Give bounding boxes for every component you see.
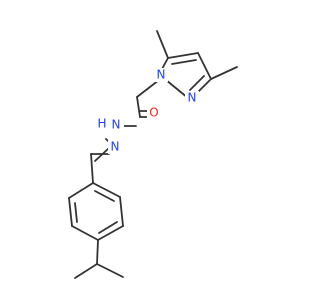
bond-ring-ring5-c3-c5methyl xyxy=(156,30,169,59)
atom-label-layer: N N O N H N xyxy=(96,68,199,154)
pyrazole-n2-bg xyxy=(185,91,199,105)
bond-benzene-c6-c1-inner xyxy=(94,190,115,202)
bond-benzene-c6-c1 xyxy=(92,182,121,198)
bond-n-imine-ch-double xyxy=(94,147,110,162)
carbonyl-oxygen-label: O xyxy=(149,106,158,120)
bond-pyrazole-n1-c5 xyxy=(161,57,169,70)
bond-pyrazole-c5-c4-double xyxy=(171,59,197,65)
bond-layer xyxy=(68,30,238,279)
bond-benzene-c5-c6 xyxy=(119,196,124,227)
hydrazide-nh-label: N xyxy=(112,118,121,132)
pyrazole-n2-label: N xyxy=(188,91,197,105)
bond-isopropyl-methyl-left xyxy=(74,263,98,279)
imine-nitrogen-bg xyxy=(108,140,122,154)
bond-c3-methyl xyxy=(210,66,238,80)
bond-benzene-c3-c4 xyxy=(71,225,99,241)
hydrazide-h-bg xyxy=(96,117,108,131)
bond-benzene-c2-c3 xyxy=(68,197,73,227)
hydrazide-nh-bg xyxy=(108,117,124,133)
bond-benzene-c1-c2 xyxy=(68,182,94,199)
molecule-structure: N N O N H N xyxy=(68,30,238,279)
bond-isopropyl-methyl-right xyxy=(96,263,124,278)
bond-benzene-c4-c5-inner xyxy=(98,221,118,234)
carbonyl-oxygen-bg xyxy=(147,106,161,120)
imine-nitrogen-label: N xyxy=(111,140,120,154)
bond-pyrazole-n2-n1 xyxy=(165,79,189,99)
bond-aryl-isopropyl-ch xyxy=(96,239,99,265)
bond-benzene-c4-c5 xyxy=(97,225,124,241)
molecule-canvas: N N O N H N xyxy=(68,30,238,279)
pyrazole-n1-label: N xyxy=(157,68,166,82)
bond-pyrazole-c4-c3 xyxy=(197,52,212,80)
bond-n1-ch2 xyxy=(136,79,160,98)
bond-benzene-c2-c3-inner xyxy=(74,202,78,223)
bond-ch-aryl-c1 xyxy=(90,153,94,184)
hydrazide-h-label: H xyxy=(97,117,106,131)
bond-ch2-carbonyl-c xyxy=(136,96,141,118)
pyrazole-n1-bg xyxy=(154,68,168,82)
bond-pyrazole-c5-c4 xyxy=(167,52,199,59)
bond-pyrazole-c3-n2-double xyxy=(189,75,205,91)
